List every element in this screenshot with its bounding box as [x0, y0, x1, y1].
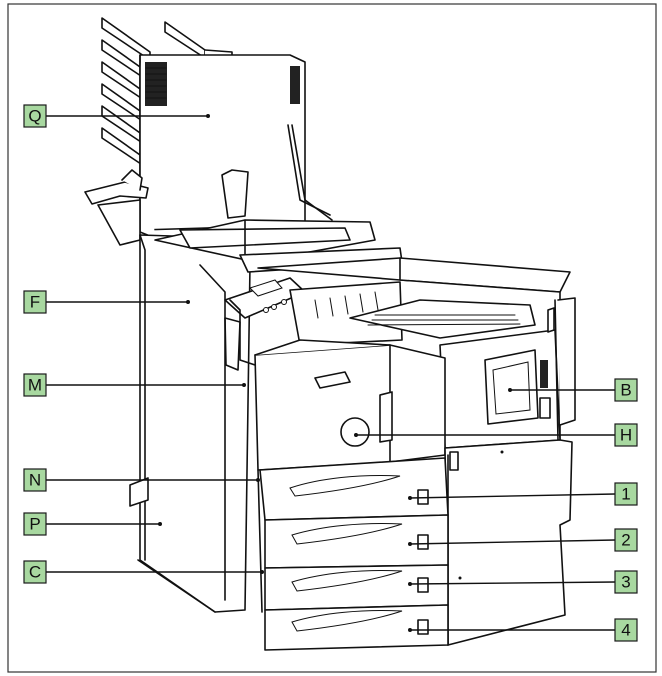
callout-p: P [23, 512, 47, 536]
leader-lines [46, 114, 616, 632]
callout-b-label: B [620, 381, 631, 400]
callout-tray-3-label: 3 [621, 573, 630, 592]
callout-q-label: Q [28, 107, 41, 126]
printer-illustration [84, 17, 576, 651]
callout-tray-1-label: 1 [621, 485, 630, 504]
front-cover [229, 299, 446, 471]
callout-b: B [614, 378, 638, 402]
callout-h: H [614, 423, 638, 447]
figure-frame [7, 3, 657, 673]
callout-tray-2: 2 [614, 528, 638, 552]
callout-c: C [23, 560, 47, 584]
callout-n-label: N [29, 471, 41, 490]
callout-h-label: H [620, 426, 632, 445]
callout-tray-3: 3 [614, 570, 638, 594]
side-panel [439, 297, 576, 449]
callout-n: N [23, 468, 47, 492]
callout-f: F [23, 290, 47, 314]
callout-tray-1: 1 [614, 482, 638, 506]
callout-m: M [23, 373, 47, 397]
finisher-body [129, 234, 251, 613]
paper-trays [257, 457, 449, 651]
top-transport [154, 219, 403, 273]
callout-tray-2-label: 2 [621, 531, 630, 550]
mailbox-tower [139, 54, 333, 239]
callout-p-label: P [29, 515, 40, 534]
finisher-trays [84, 169, 149, 246]
callout-tray-4: 4 [614, 618, 638, 642]
callout-m-label: M [28, 376, 42, 395]
callout-f-label: F [30, 293, 40, 312]
callout-tray-4-label: 4 [621, 621, 630, 640]
callout-c-label: C [29, 563, 41, 582]
callout-q: Q [23, 104, 47, 128]
